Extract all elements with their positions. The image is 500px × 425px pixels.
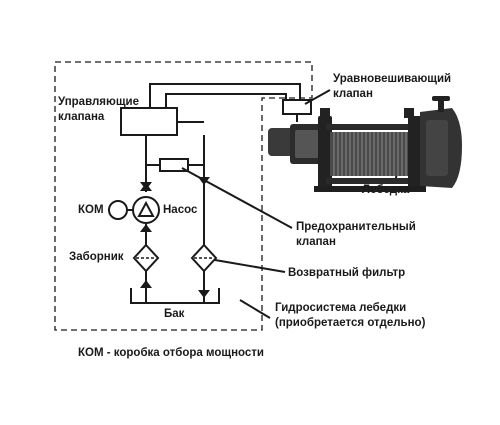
pump-label: Насос — [163, 204, 198, 216]
winch-label: Лебедка — [362, 184, 410, 196]
system-boundary-dashed — [54, 61, 313, 331]
winch-hydraulics-label: Гидросистема лебедки (приобретается отде… — [275, 301, 425, 331]
balancing-valve-line1: Уравновешивающий — [333, 73, 452, 85]
line-valve-to-winch-inner — [165, 93, 287, 108]
tank — [130, 288, 220, 304]
kom-circle — [108, 200, 128, 220]
relief-valve-line1: Предохранительный — [296, 221, 416, 233]
line-valve-to-winch-outer — [149, 83, 301, 108]
winch-hydraulics-line1: Гидросистема лебедки — [275, 302, 407, 314]
control-valves-line1: Управляющие — [58, 96, 140, 108]
relief-valve-label: Предохранительный клапан — [296, 220, 416, 250]
relief-valve-box — [159, 158, 189, 172]
balancing-valve-line2: клапан — [333, 88, 373, 100]
balancing-valve-label: Уравновешивающий клапан — [333, 72, 451, 102]
winch-hydraulics-line2: (приобретается отдельно) — [275, 317, 426, 329]
intake-label: Заборник — [69, 251, 124, 263]
winch-illustration — [268, 96, 462, 192]
control-valves-line2: клапана — [58, 111, 105, 123]
return-filter-label: Возвратный фильтр — [288, 267, 406, 279]
footnote: КОМ - коробка отбора мощности — [78, 347, 265, 359]
tank-label: Бак — [164, 308, 185, 320]
kom-label: КОМ — [78, 204, 104, 216]
relief-valve-line2: клапан — [296, 236, 336, 248]
control-valves-label: Управляющие клапана — [58, 95, 139, 125]
